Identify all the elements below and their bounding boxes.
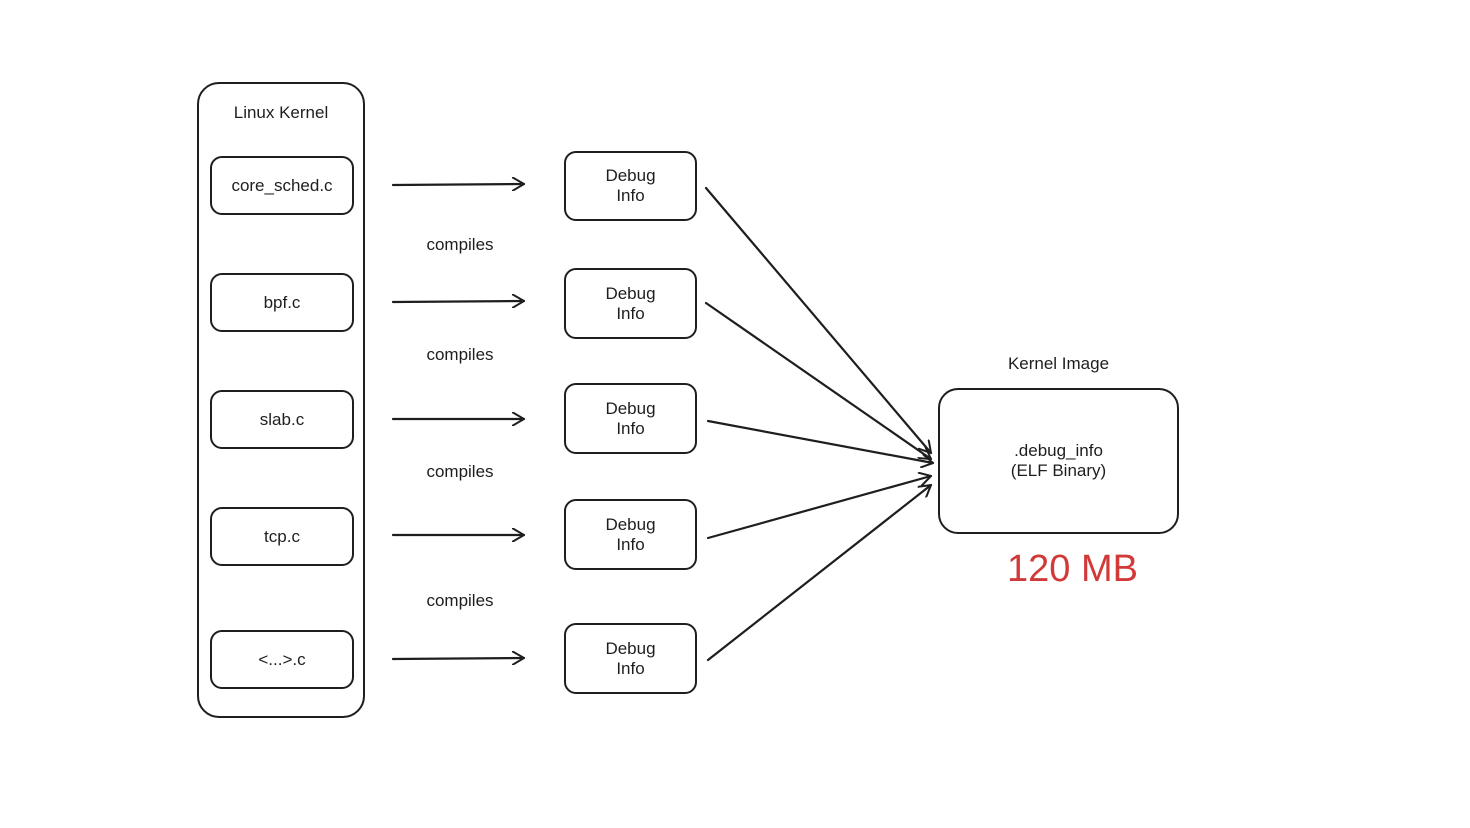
compile-arrow: [391, 184, 526, 185]
debug-info-line1: Debug: [605, 638, 656, 658]
file-box-bpf: bpf.c: [210, 273, 354, 332]
link-arrow: [706, 483, 933, 662]
compile-arrow: [391, 658, 526, 659]
compiles-label: compiles: [426, 591, 494, 610]
file-label: <...>.c: [258, 649, 306, 669]
debug-info-line1: Debug: [605, 514, 656, 534]
debug-info-box: Debug Info: [564, 268, 697, 339]
debug-info-box: Debug Info: [564, 383, 697, 454]
link-arrow: [706, 419, 935, 463]
size-label: 120 MB: [1007, 548, 1138, 590]
compile-arrow: [391, 301, 526, 302]
debug-info-line1: Debug: [605, 398, 656, 418]
file-label: core_sched.c: [231, 175, 333, 195]
kernel-image-title: Kernel Image: [1007, 354, 1110, 373]
debug-info-box: Debug Info: [564, 499, 697, 570]
debug-info-line2: Info: [616, 658, 645, 678]
kernel-image-box: .debug_info (ELF Binary): [938, 388, 1179, 534]
file-box-other: <...>.c: [210, 630, 354, 689]
compiles-label: compiles: [426, 462, 494, 481]
debug-info-section-label: .debug_info: [1014, 441, 1103, 460]
debug-info-line2: Info: [616, 534, 645, 554]
file-label: bpf.c: [263, 292, 301, 312]
debug-info-line2: Info: [616, 418, 645, 438]
elf-binary-label: (ELF Binary): [1010, 461, 1107, 480]
compiles-label: compiles: [426, 345, 494, 364]
debug-info-box: Debug Info: [564, 151, 697, 221]
debug-info-line2: Info: [616, 186, 645, 205]
file-label: tcp.c: [264, 526, 300, 546]
debug-info-box: Debug Info: [564, 623, 697, 694]
linux-kernel-container: [197, 82, 365, 718]
link-arrow: [704, 186, 933, 455]
file-box-slab: slab.c: [210, 390, 354, 449]
file-box-core-sched: core_sched.c: [210, 156, 354, 215]
debug-info-line1: Debug: [605, 166, 656, 185]
compiles-label: compiles: [426, 235, 494, 254]
debug-info-line2: Info: [616, 303, 645, 323]
file-box-tcp: tcp.c: [210, 507, 354, 566]
debug-info-line1: Debug: [605, 283, 656, 303]
file-label: slab.c: [259, 409, 305, 429]
link-arrow: [704, 301, 933, 461]
linux-kernel-title: Linux Kernel: [233, 103, 329, 122]
link-arrow: [706, 476, 933, 540]
